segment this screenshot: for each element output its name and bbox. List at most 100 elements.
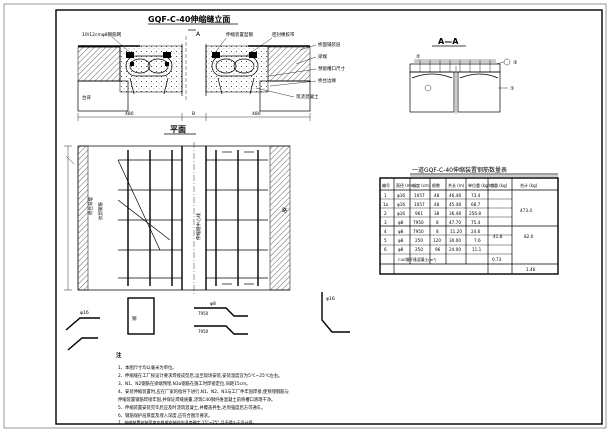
note-line: 2、伸缩缝在工厂按设计要求焊接成型后,运至现场安装,安装温度宜为5℃~25℃左右… — [118, 372, 282, 379]
table-cell: φ8 — [398, 238, 404, 243]
table-cell: φ16 — [397, 193, 405, 198]
sheet-border-inner — [55, 9, 603, 425]
detail2-dim: 7950 — [198, 311, 209, 316]
label-deck-pave: 桥面铺装层 — [318, 41, 341, 48]
table-cell: 4 — [384, 229, 387, 234]
th-dia: 直径 (mm) — [396, 182, 417, 188]
plan-centerline: 伸缩缝中心线 — [195, 213, 202, 240]
label-anchor-bar: 10\12cmφ8钢筋网 — [82, 31, 122, 38]
note-line: 伸缩装置钢筋焊接牢固,并保证焊缝质量,浇筑C40钢纤维混凝土前将槽口清理干净。 — [118, 396, 275, 403]
elevation-view: GQF-C-40伸缩缝立面 — [77, 14, 345, 121]
table-cell: 8 — [436, 229, 439, 234]
th-len: 长度 (cm) — [412, 182, 431, 188]
table-cell: 473.4 — [520, 208, 532, 213]
table-cell: 1a — [383, 202, 389, 207]
th-unit: 单位重 (kg/m) — [468, 182, 495, 188]
section-n2: ② — [416, 54, 421, 60]
label-beam-end: 梁端 — [318, 53, 327, 60]
table-cell: 36.48 — [449, 211, 461, 216]
note-line: 5、伸缩装置安装完毕后应及时浇筑混凝土,并覆盖养生,达到强度后方可通车。 — [118, 404, 265, 411]
table-cell: 1.46 — [526, 267, 536, 272]
label-steel-rib: 伸缩装置型钢 — [226, 31, 253, 38]
note-line: 7、伸缩装置安装宽度应根据安装时的温度确定,15°~25°,且不得小于设计值。 — [118, 419, 257, 425]
section-mark-top: A — [196, 31, 201, 38]
label-edge: 桥台边缘 — [318, 77, 336, 84]
table-cell: 48 — [434, 193, 440, 198]
table-cell: C40钢纤维混凝土(m³) — [398, 257, 437, 262]
plan-right-side: 路 — [282, 207, 287, 214]
table-cell: 48 — [434, 202, 440, 207]
label-gap: 预留槽口尺寸 — [318, 65, 345, 72]
table-cell: 41.8 — [493, 234, 503, 239]
table-cell: 961 — [415, 211, 423, 216]
section-n3: ③ — [513, 60, 517, 66]
table-cell: 7950 — [413, 220, 424, 225]
table-cell: φ8 — [398, 220, 404, 225]
detail3-dim: 7950 — [198, 329, 209, 334]
table-cell: 73.4 — [471, 193, 481, 198]
table-cell: 5 — [384, 238, 387, 243]
table-cell: 1057 — [414, 193, 425, 198]
table-cell: 30.00 — [449, 238, 461, 243]
table-cell: 250 — [415, 238, 423, 243]
table-cell: 7950 — [413, 229, 424, 234]
notes-block: 注 1、本图尺寸均以毫米为单位。 2、伸缩缝在工厂按设计要求焊接成型后,运至现场… — [116, 351, 289, 425]
elevation-title: GQF-C-40伸缩缝立面 — [148, 14, 230, 24]
table-cell: 256.8 — [469, 211, 481, 216]
table-cell: 1057 — [414, 202, 425, 207]
table-cell: 38 — [434, 211, 440, 216]
label-abutment: 台背 — [82, 94, 91, 101]
plan-view: 平面 — [64, 125, 291, 294]
table-cell: 46.48 — [449, 193, 461, 198]
table-cell: 82.0 — [524, 234, 534, 239]
table-cell: 6 — [384, 247, 387, 252]
table-title: 一道GQF-C-40伸缩装置钢筋数量表 — [412, 166, 507, 174]
table-cell: 250 — [415, 247, 423, 252]
table-cell: 8 — [436, 220, 439, 225]
th-tot: 共长 (m) — [448, 182, 465, 188]
table-cell: 7.6 — [474, 238, 481, 243]
notes-heading: 注 — [116, 351, 122, 359]
table-cell: 120 — [433, 238, 441, 243]
table-cell: 0.73 — [492, 257, 502, 262]
table-cell: 11.20 — [450, 229, 462, 234]
detail4-top: φ16 — [326, 296, 335, 302]
table-cell: 11.1 — [472, 247, 482, 252]
plan-title: 平面 — [170, 125, 186, 134]
note-line: 4、安装伸缩装置时,应在厂家的指导下进行,N1、N2、N3与工厂件牢固焊接,使预… — [118, 388, 289, 395]
table-cell: 24.00 — [449, 247, 461, 252]
plan-left-side: 桥台背墙 — [87, 197, 94, 215]
th-sum: 合计 (kg) — [520, 182, 538, 188]
table-cell: 47.70 — [449, 220, 461, 225]
table-cell: 68.7 — [471, 202, 481, 207]
table-cell: 24.6 — [471, 229, 481, 234]
table-cell: 96 — [435, 247, 441, 252]
th-cnt: 根数 — [432, 182, 440, 188]
table-cell: φ16 — [397, 211, 405, 216]
dim-right: 480 — [252, 111, 261, 117]
table-cell: φ8 — [398, 229, 404, 234]
th-wt: 总重 (kg) — [490, 182, 508, 188]
table-cell: φ8 — [398, 247, 404, 252]
th-no: 编号 — [382, 182, 390, 188]
note-line: 1、本图尺寸均以毫米为单位。 — [118, 364, 177, 371]
section-n1: ① — [510, 86, 515, 92]
dim-mid: B — [192, 111, 195, 117]
table-cell: φ16 — [397, 202, 405, 207]
sheet-border-outer — [3, 3, 607, 429]
table-cell: 3 — [384, 220, 387, 225]
rebar-table: 一道GQF-C-40伸缩装置钢筋数量表 编号 直径 (mm) 长度 (cm) 根… — [379, 166, 559, 275]
detail1-bot: 钢 — [132, 315, 137, 322]
section-aa: A—A ③ ① ② — [409, 37, 517, 114]
label-concrete: 现浇混凝土 — [296, 93, 319, 100]
detail-sketches: φ16 钢 φ8 7950 7950 φ16 — [65, 292, 350, 351]
table-cell: 45.48 — [449, 202, 461, 207]
table-cell: 75.4 — [471, 220, 481, 225]
plan-left-mid: 抗剪钢筋 — [97, 202, 104, 220]
dim-left: 480 — [125, 111, 134, 117]
detail1-top: φ16 — [80, 310, 89, 316]
table-cell: 1 — [384, 193, 387, 198]
detail2-top: φ8 — [210, 301, 216, 307]
label-sealer: 密封橡胶带 — [272, 31, 295, 38]
